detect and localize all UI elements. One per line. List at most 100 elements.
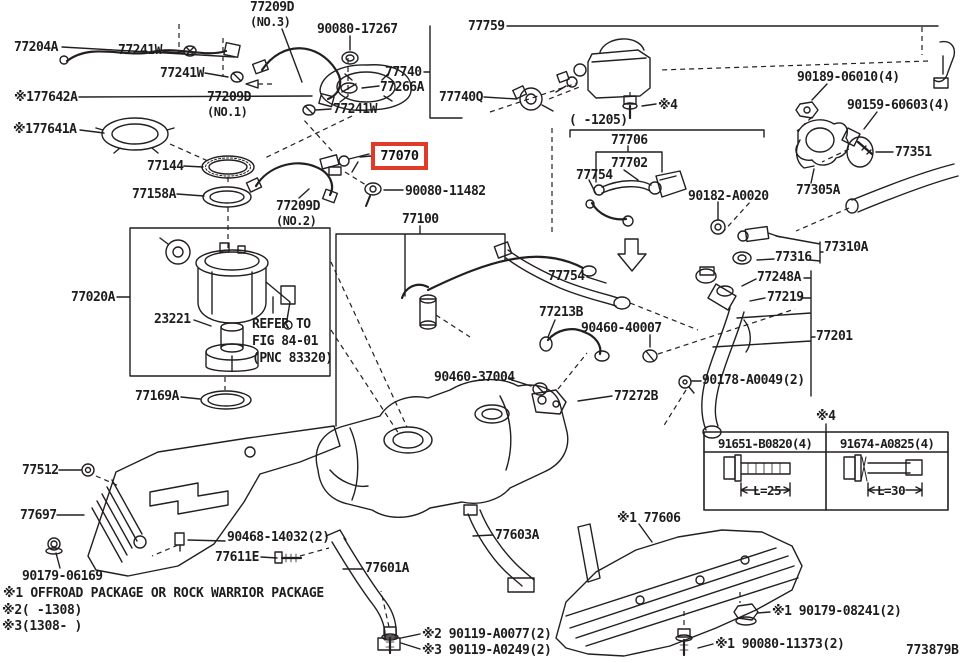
bracket-77759-drawing [933,40,956,89]
pin-90468-14032-drawing [174,532,185,552]
pipe-77754-lower-drawing [493,241,631,310]
canister-77305a-drawing [795,101,874,169]
heat-shield-left-drawing [87,425,341,577]
bolt-table-title: ※4 [816,409,836,424]
hose-clamps-77241w-drawing [183,45,316,116]
tank-strap-77601a-drawing [325,529,401,651]
part-label-77706[interactable]: 77706 [611,133,648,148]
dashed-construction-lines [95,24,929,629]
bolt-table-drawing [703,431,949,511]
part-sub-label: (NO.3) [250,15,291,29]
part-label-77209d-no2[interactable]: 77209D (NO.2) [276,200,320,228]
refer-line-2: FIG 84-01 [252,334,318,349]
part-label-77248a[interactable]: 77248A [757,270,801,285]
part-label-77169a[interactable]: 77169A [135,389,179,404]
leader-lines [55,25,939,650]
part-label-77266a[interactable]: 77266A [380,80,424,95]
part-label-77204a[interactable]: 77204A [14,40,58,55]
part-label-90080-17267[interactable]: 90080-17267 [317,22,398,37]
grommet-90080-17267-drawing [340,51,359,94]
part-label-90178-a0049[interactable]: 90178-A0049(2) [702,373,805,388]
gasket-77144-drawing [201,155,255,179]
part-label-90182-a0020[interactable]: 90182-A0020 [688,189,769,204]
part-label-77702[interactable]: 77702 [611,156,648,171]
part-label-90159-60603[interactable]: 90159-60603(4) [847,98,950,113]
legend-note-3: ※3(1308- ) [2,619,83,634]
part-label-77201[interactable]: 77201 [816,329,853,344]
part-label-90080-11482[interactable]: 90080-11482 [405,184,486,199]
part-label-77603a[interactable]: 77603A [495,528,539,543]
bolt-90119-drawing [381,626,399,655]
part-label-90468-14032[interactable]: 90468-14032(2) [227,530,330,545]
part-label-77606[interactable]: ※1 77606 [617,511,681,526]
part-label-77740q[interactable]: 77740Q [439,90,483,105]
pump-77740q-drawing [512,85,554,112]
part-label-90080-11373[interactable]: ※1 90080-11373(2) [715,637,845,652]
part-label-77601a[interactable]: 77601A [365,561,409,576]
nut-90179-08241-drawing [733,603,759,626]
hose-77209d-no2-drawing [245,162,339,204]
part-label-77213b[interactable]: 77213B [539,305,583,320]
part-label-77512[interactable]: 77512 [22,463,59,478]
part-number: 77209D [250,0,294,15]
valve-77070-drawing [319,153,370,176]
tank-strap-77603a-drawing [463,504,535,593]
ring-77169a-drawing [200,390,252,410]
part-label-77305a[interactable]: 77305A [796,183,840,198]
part-label-77310a[interactable]: 77310A [824,240,868,255]
part-label-90179-08241[interactable]: ※1 90179-08241(2) [772,604,902,619]
nut-90179-06169-drawing [45,537,63,555]
legend-note-1: ※1 OFFROAD PACKAGE OR ROCK WARRIOR PACKA… [3,586,324,601]
part-label-77316[interactable]: 77316 [775,250,812,265]
seal-77158a-drawing [202,186,252,208]
part-label-77697[interactable]: 77697 [20,508,57,523]
part-label-77144[interactable]: 77144 [147,159,184,174]
canister-77740-drawing [555,38,651,120]
refer-line-3: (PNC 83320) [252,351,333,366]
part-label-90189-06010[interactable]: 90189-06010(4) [797,70,900,85]
part-sub-label: (NO.2) [276,214,317,228]
part-label-77100[interactable]: 77100 [402,212,439,227]
part-label-77641a[interactable]: ※177641A [13,122,77,137]
down-arrow-icon [617,238,647,272]
fuel-pump-module-77020a-drawing [129,227,331,377]
part-label-77241w-c[interactable]: 77241W [333,102,377,117]
part-label-77020a[interactable]: 77020A [71,290,115,305]
part-label-77241w-b[interactable]: 77241W [160,66,204,81]
part-label-77209d-no1[interactable]: 77209D (NO.1) [207,91,251,119]
part-label-90460-37004[interactable]: 90460-37004 [434,370,515,385]
bolt-77512-drawing [81,463,95,477]
part-label-77754-b[interactable]: 77754 [548,269,585,284]
part-label-90119-a0077[interactable]: ※2 90119-A0077(2) [422,627,552,642]
part-label-90119-a0249[interactable]: ※3 90119-A0249(2) [422,643,552,658]
part-label-star4-top[interactable]: ※4 [658,98,678,113]
hose-77204a-drawing [59,41,241,65]
part-label-77158a[interactable]: 77158A [132,187,176,202]
fuel-tank-77100-drawing [315,255,597,518]
part-label-77642a[interactable]: ※177642A [14,90,78,105]
part-label-77740[interactable]: 77740 [385,65,422,80]
nut-90182-a0020-drawing [710,219,726,235]
part-label-23221[interactable]: 23221 [154,312,191,327]
part-label-77209d-no3[interactable]: 77209D (NO.3) [250,1,294,29]
range-label-1205: ( -1205) [569,113,628,128]
part-number: 77209D [276,199,320,214]
left-arrow-icon [245,79,259,89]
highlight-box-77070[interactable]: 77070 [371,142,428,170]
part-label-77219[interactable]: 77219 [767,290,804,305]
filler-pipe-77201-drawing [695,266,751,439]
hose-77213b-drawing [531,328,658,415]
part-label-77611e[interactable]: 77611E [215,550,259,565]
part-label-77272b[interactable]: 77272B [614,389,658,404]
bolt-90080-11482-drawing [364,182,382,207]
part-label-77754-a[interactable]: 77754 [576,168,613,183]
bolt-90080-11373-drawing [675,628,693,657]
part-label-77759[interactable]: 77759 [468,19,505,34]
part-label-90460-40007[interactable]: 90460-40007 [581,321,662,336]
part-label-90179-06169[interactable]: 90179-06169 [22,569,103,584]
pipe-77754-upper-drawing [585,199,634,227]
filler-hose-upper-drawing [845,163,959,214]
part-label-77351[interactable]: 77351 [895,145,932,160]
part-label-77241w-a[interactable]: 77241W [118,43,162,58]
